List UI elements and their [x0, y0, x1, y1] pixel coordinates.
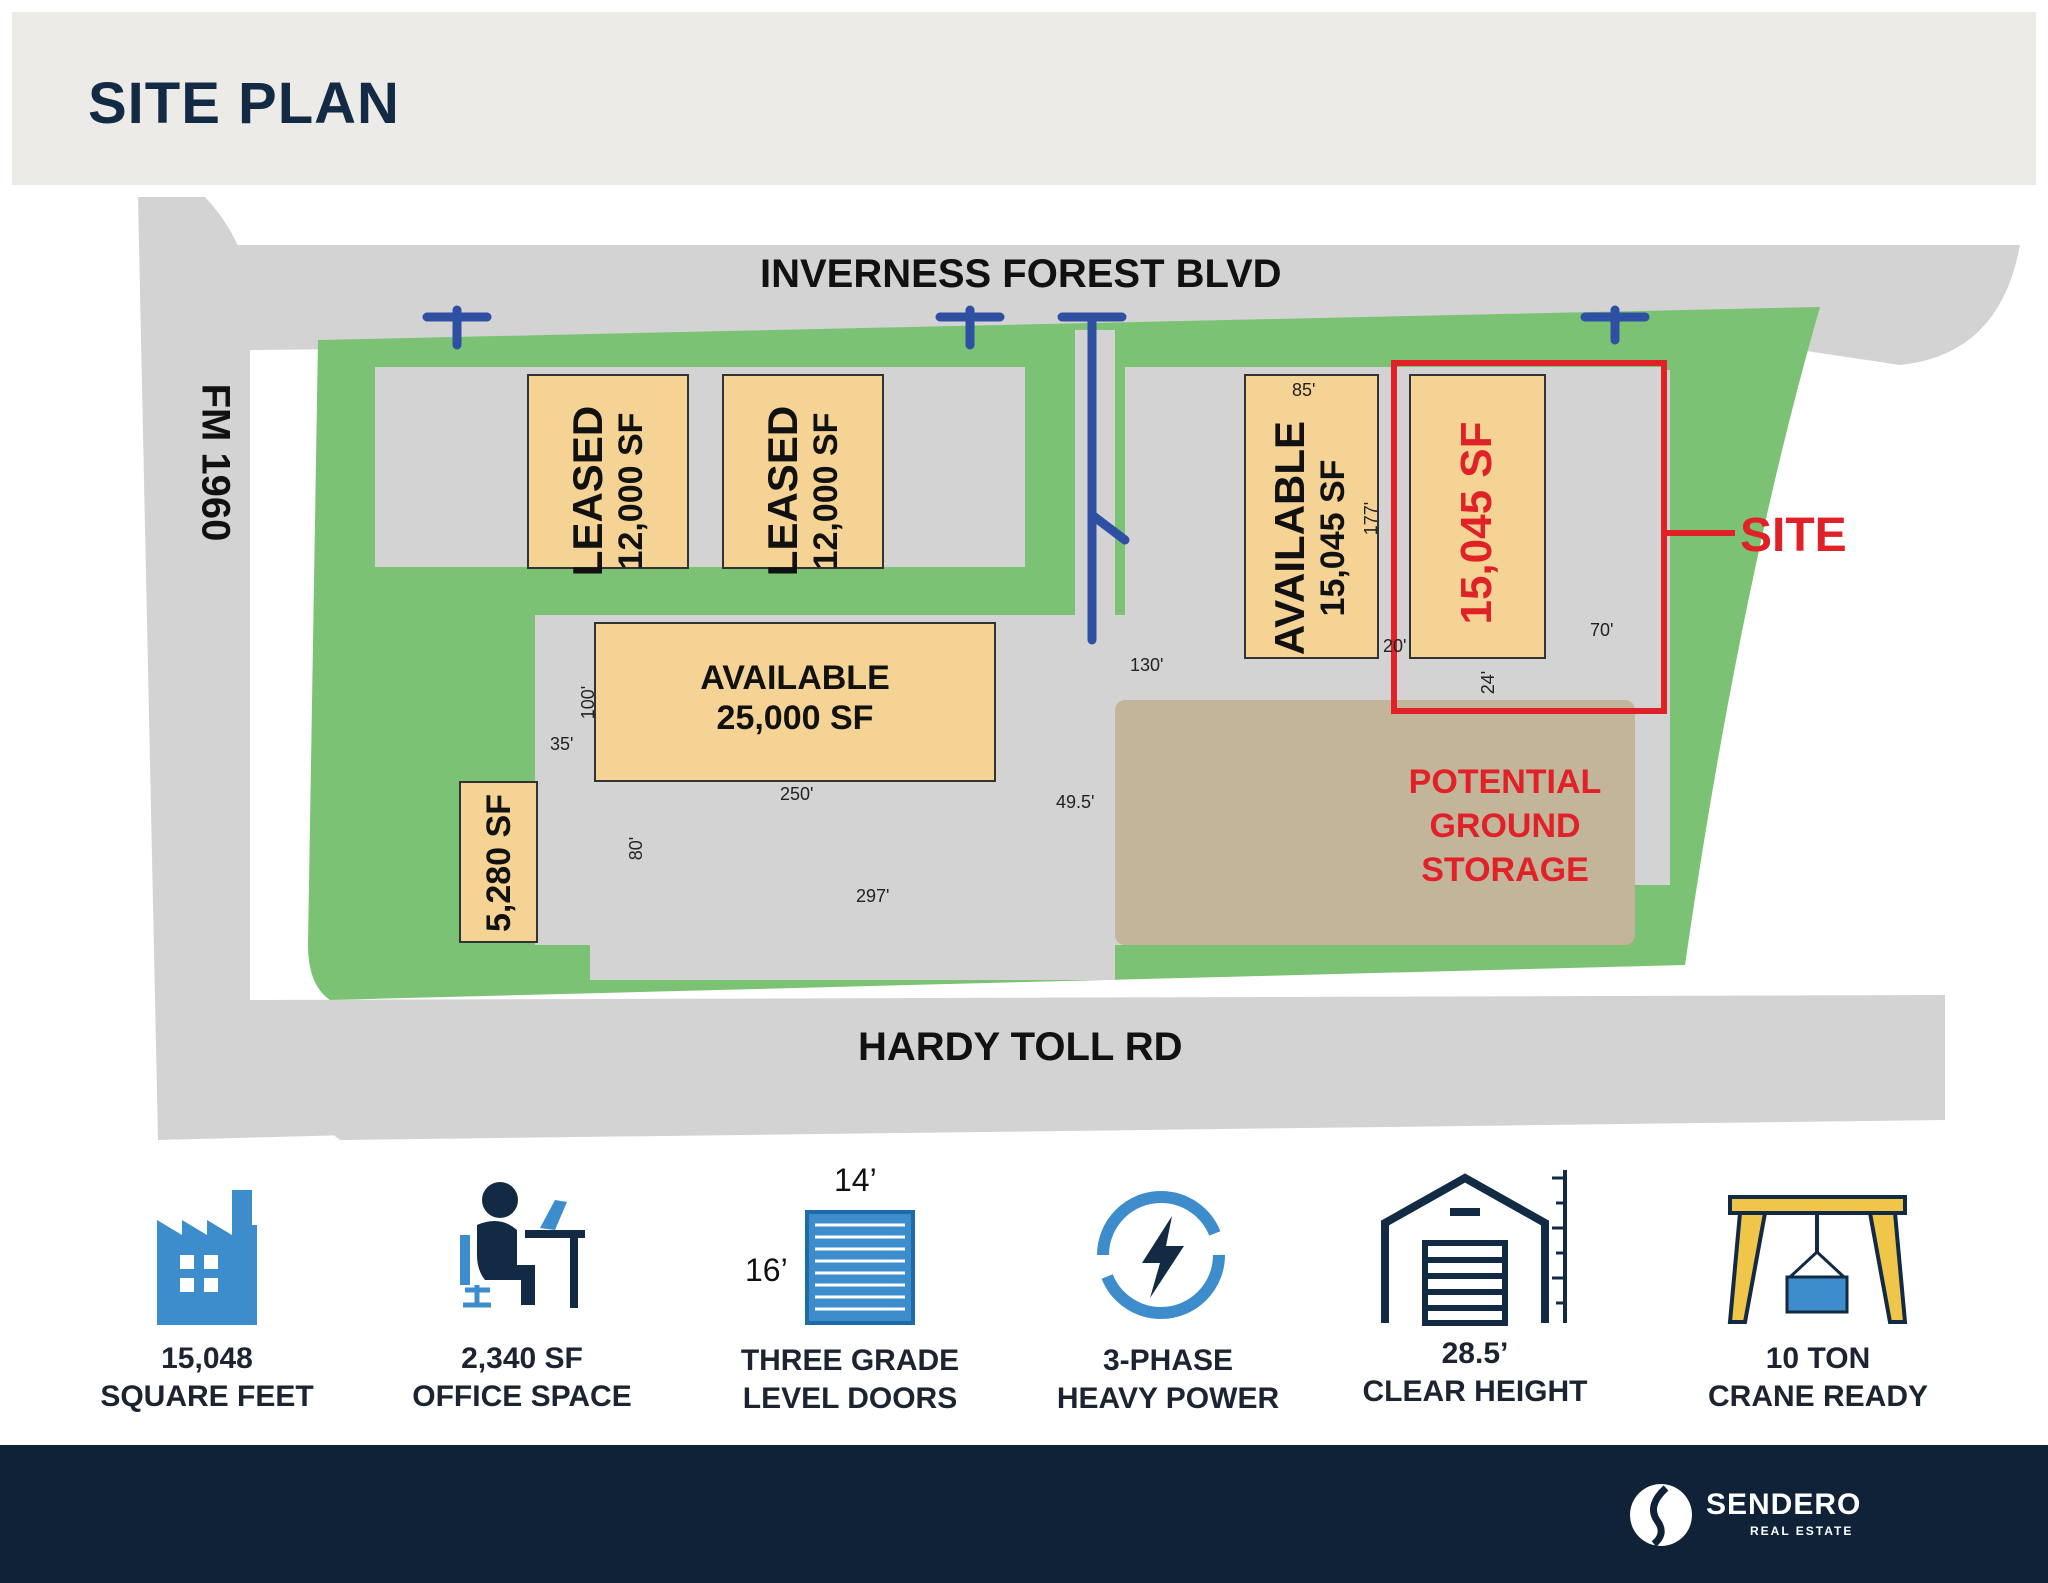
pavement-west-lot [375, 367, 1025, 567]
dim-70: 70' [1590, 620, 1614, 640]
sendero-logo-icon [1630, 1484, 1692, 1547]
building-label-site-15045: 15,045 SF [1452, 421, 1501, 625]
site-outline [1391, 360, 1667, 714]
door-width-label: 14’ [834, 1162, 877, 1198]
building-available-15045 [1244, 374, 1379, 659]
building-leased-2 [722, 374, 884, 569]
factory-icon [157, 1190, 257, 1325]
dim-85: 85' [1292, 380, 1316, 400]
dim-130: 130' [1130, 655, 1164, 675]
dim-80: 80' [626, 836, 647, 861]
header-bar [12, 12, 2036, 185]
building-available-25000 [594, 622, 996, 782]
power-bolt-icon [1097, 1191, 1225, 1319]
page-title: SITE PLAN [88, 71, 400, 136]
dim-100: 100' [578, 685, 599, 720]
dim-297: 297' [856, 886, 890, 906]
office-worker-icon [460, 1182, 585, 1308]
site-label: SITE [1740, 509, 1847, 562]
site-plan-map [138, 197, 2020, 1140]
pavement-west-strip [535, 770, 590, 940]
gantry-crane-icon [1727, 1195, 1908, 1324]
brand-name: SENDERO [1706, 1488, 1862, 1521]
dim-20: 20' [1383, 636, 1407, 656]
road-fm1960 [138, 197, 350, 1140]
feature-clear-height: 28.5’CLEAR HEIGHT [1362, 1337, 1588, 1408]
road-label-hardy: HARDY TOLL RD [858, 1025, 1183, 1069]
building-leased-1 [527, 374, 689, 569]
building-label-available-15045: AVAILABLE 15,045 SF [1266, 420, 1352, 656]
dim-177: 177' [1361, 501, 1382, 536]
building-label-available-25000: AVAILABLE 25,000 SF [700, 659, 890, 737]
road-label-inverness: INVERNESS FOREST BLVD [760, 252, 1282, 296]
storage-area [1115, 700, 1635, 945]
dim-250: 250' [780, 784, 814, 804]
footer-bar [0, 1445, 2048, 1583]
door-height-label: 16’ [745, 1252, 788, 1288]
building-site-15045 [1409, 374, 1546, 659]
storage-label: POTENTIAL GROUND STORAGE [1408, 763, 1602, 889]
brand-subtitle: REAL ESTATE [1750, 1524, 1854, 1538]
road-label-fm1960: FM 1960 [193, 383, 238, 542]
grade-door-icon [805, 1210, 915, 1325]
dim-35: 35' [550, 734, 574, 754]
building-label-leased-1: LEASED 12,000 SF [564, 405, 650, 577]
access-arrows [422, 305, 1650, 645]
pavement-south [590, 885, 1115, 980]
building-5280 [459, 781, 538, 943]
dim-24: 24' [1478, 670, 1499, 695]
building-label-leased-2: LEASED 12,000 SF [759, 405, 845, 577]
road-hardy [250, 995, 1945, 1140]
building-label-5280: 5,280 SF [480, 794, 518, 932]
dim-49-5: 49.5' [1056, 792, 1095, 812]
warehouse-height-icon [1381, 1170, 1567, 1326]
